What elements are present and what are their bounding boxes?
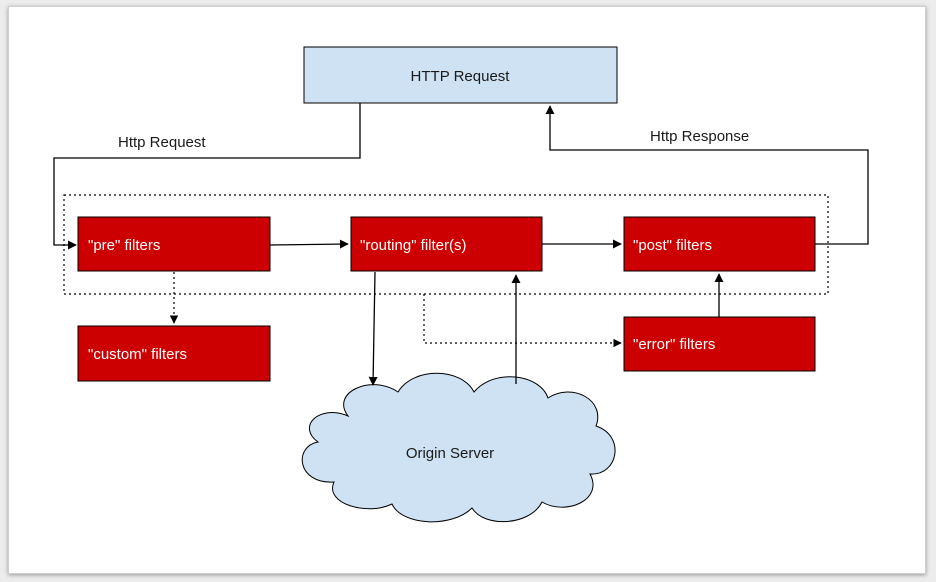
request-edge-label: Http Request [118, 134, 206, 151]
http-request-node-label: HTTP Request [411, 68, 511, 85]
custom-filters-label: "custom" filters [88, 346, 187, 363]
error-filters-node: "error" filters [623, 316, 816, 372]
routing-to-origin-edge [368, 271, 378, 386]
response-edge-label: Http Response [650, 128, 749, 145]
error-filters-label: "error" filters [633, 336, 715, 353]
post-filters-node: "post" filters [623, 216, 816, 272]
request-edge [53, 103, 361, 250]
pre-to-routing-edge [269, 239, 349, 249]
routing-filters-node: "routing" filter(s) [350, 216, 543, 272]
origin-server-label: Origin Server [406, 445, 494, 462]
response-edge [545, 105, 869, 245]
origin-server-node: Origin Server [301, 372, 616, 523]
custom-filters-node: "custom" filters [77, 325, 271, 382]
pre-filters-node: "pre" filters [77, 216, 271, 272]
post-filters-label: "post" filters [633, 237, 712, 254]
routing-filters-label: "routing" filter(s) [360, 237, 467, 254]
chain-to-error-edge [423, 294, 622, 348]
http-request-node: HTTP Request [303, 46, 618, 104]
pre-filters-label: "pre" filters [88, 237, 160, 254]
